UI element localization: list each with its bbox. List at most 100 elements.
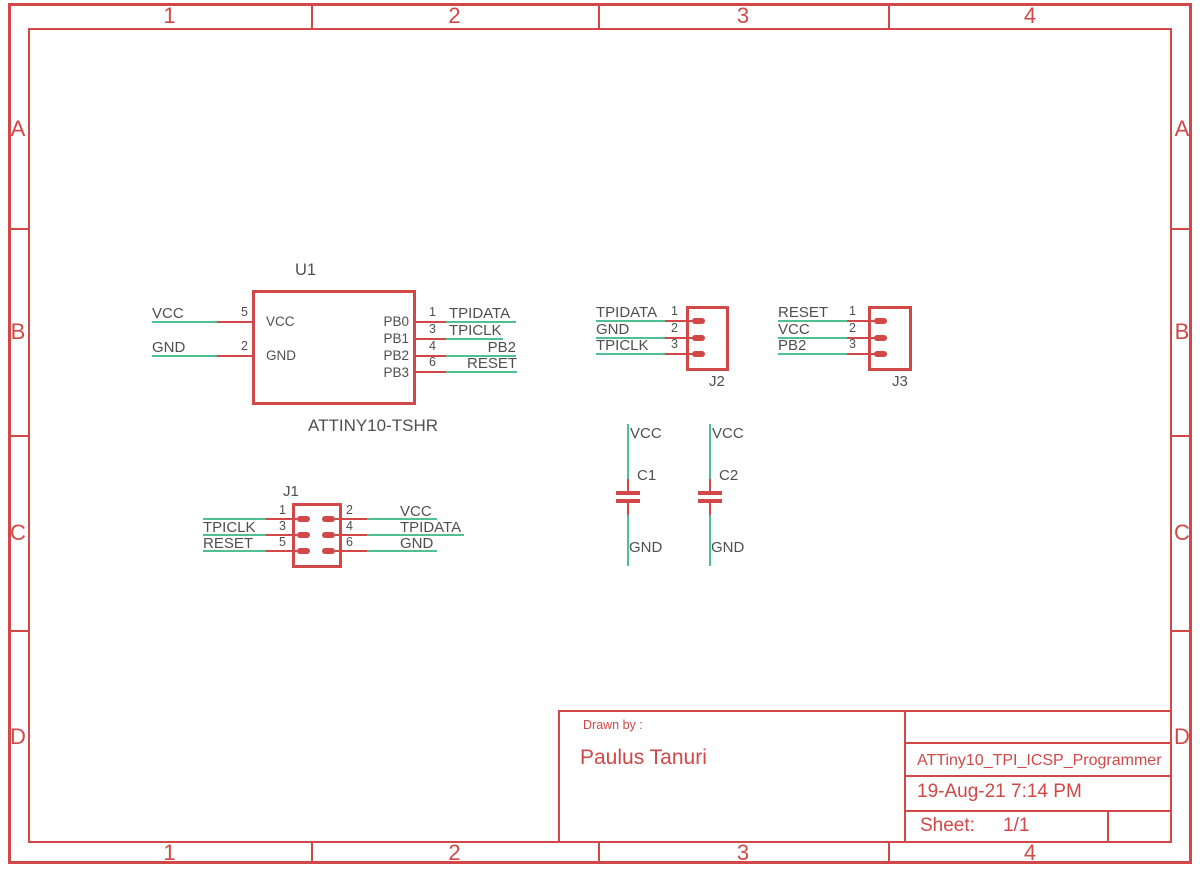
net-label: GND [711,539,745,556]
frame-tick [598,843,600,864]
frame-tick [8,435,28,437]
net-label: GND [596,321,630,338]
u1-value: ATTINY10-TSHR [308,416,439,435]
wire [778,320,847,322]
c2-refdes: C2 [719,467,739,484]
j2-pin-pad [692,335,705,341]
wire [709,424,711,480]
pin-wire [414,338,446,340]
frame-row-label-left: A [10,116,26,141]
frame-column-label-bottom: 1 [163,840,176,865]
pin-wire [414,371,446,373]
net-label: VCC [778,321,810,338]
title-block-line [905,810,1172,812]
pin-wire [217,321,253,323]
frame-row-label-left: D [10,724,26,749]
author-name: Paulus Tanuri [580,746,707,769]
j3-refdes: J3 [892,373,908,390]
pin-wire [266,550,297,552]
c1-capacitor-plate [616,499,640,503]
pin-number: 6 [429,355,436,369]
c1-capacitor-plate [616,491,640,495]
sheet-number: 1/1 [1003,815,1030,836]
net-label: PB2 [778,337,807,354]
wire [367,550,437,552]
j3-pin-pad [874,335,887,341]
wire [596,353,665,355]
net-label: TPICLK [596,337,649,354]
u1-refdes: U1 [295,261,317,279]
sheet-outer-border [8,3,1192,864]
pin-wire [627,503,629,516]
pin-number: 1 [849,304,856,318]
frame-row-label-right: C [1174,520,1190,545]
net-label: TPICLK [449,322,502,339]
title-block-line [905,710,1172,712]
pin-number: 3 [279,519,286,533]
frame-tick [8,228,28,230]
frame-tick [888,3,890,28]
frame-column-label-top: 4 [1023,3,1037,28]
pin-wire [665,320,694,322]
c2-capacitor-plate [698,491,722,495]
pin-wire [665,337,694,339]
wire [778,353,847,355]
wire [203,550,266,552]
j1-pin-pad [322,548,335,554]
net-label: RESET [778,304,829,321]
frame-tick [1172,630,1192,632]
u1-pinname-pb3: PB3 [383,365,409,380]
net-label: VCC [400,503,432,520]
net-label: PB2 [487,339,516,356]
frame-column-label-bottom: 3 [736,840,750,865]
net-label: TPIDATA [449,305,511,322]
pin-wire [847,353,876,355]
pin-wire [217,355,253,357]
wire [596,320,665,322]
net-label: VCC [152,305,184,322]
pin-wire [335,518,367,520]
net-label: VCC [630,425,662,442]
pin-number: 4 [429,339,436,353]
wire [627,515,629,566]
frame-row-label-right: B [1174,319,1190,344]
j1-pin-pad [297,532,310,538]
pin-number: 5 [279,535,286,549]
wire [446,321,516,323]
pin-wire [665,353,694,355]
pin-wire [709,479,711,492]
pin-number: 3 [849,337,856,351]
j2-pin-pad [692,318,705,324]
pin-number: 3 [671,337,678,351]
frame-row-label-left: B [10,319,26,344]
net-label: TPIDATA [596,304,658,321]
pin-wire [627,479,629,492]
frame-tick [311,3,313,28]
frame-tick [1172,228,1192,230]
u1-pinname-pb2: PB2 [383,348,409,363]
net-label: TPIDATA [400,519,462,536]
pin-number: 3 [429,322,436,336]
pin-number: 6 [346,535,353,549]
net-label: GND [152,339,186,356]
pin-number: 1 [429,305,436,319]
pin-number: 2 [241,339,248,353]
u1-pinname-pb0: PB0 [383,314,409,329]
frame-tick [1172,435,1192,437]
net-label: VCC [712,425,744,442]
wire [203,534,266,536]
wire [778,337,847,339]
wire [152,321,218,323]
frame-column-label-top: 1 [163,3,176,28]
pin-wire [414,321,446,323]
pin-wire [847,337,876,339]
pin-wire [414,355,446,357]
j2-pin-pad [692,351,705,357]
pin-wire [335,550,367,552]
frame-column-label-top: 3 [736,3,750,28]
pin-number: 4 [346,519,353,533]
net-label: TPICLK [203,519,256,536]
pin-wire [709,503,711,516]
wire [446,338,503,340]
net-label: GND [400,535,434,552]
